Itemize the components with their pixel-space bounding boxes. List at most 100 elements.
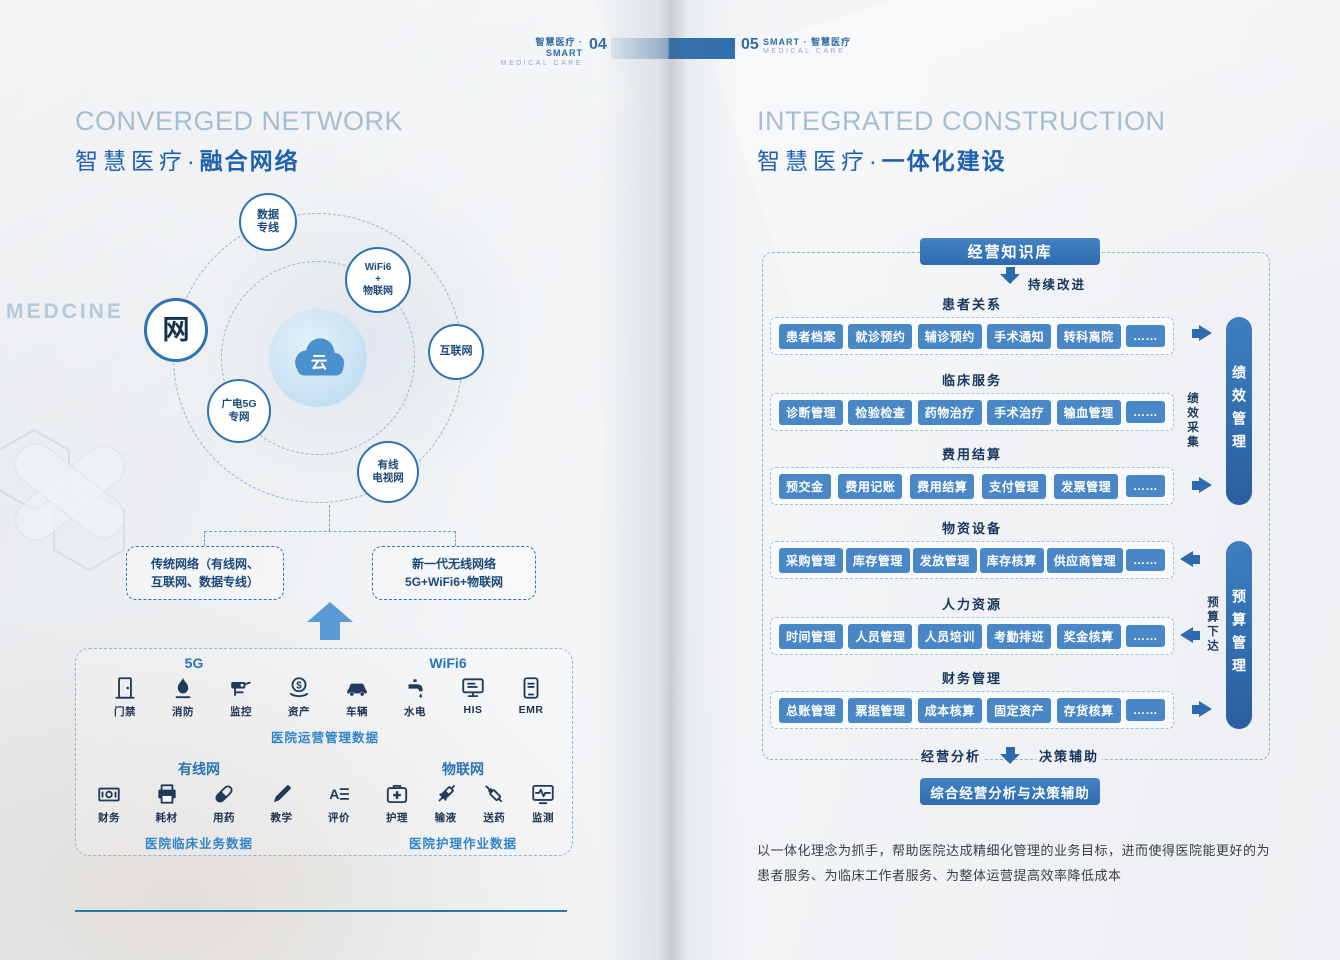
syringe-icon <box>438 785 455 802</box>
module-chip-more: …… <box>1125 401 1165 423</box>
traditional-network-box: 传统网络（有线网、 互联网、数据专线） <box>126 546 284 600</box>
module-chip: 药物治疗 <box>917 399 982 425</box>
arrow-left-icon <box>1180 627 1200 643</box>
module-chip: 库存核算 <box>979 547 1044 573</box>
device-item: 水电 <box>392 675 438 719</box>
device-label: HIS <box>463 704 483 716</box>
device-item: A 评价 <box>316 781 362 825</box>
device-item: $ 资产 <box>276 675 322 719</box>
module-chip-more: …… <box>1125 475 1165 497</box>
budget-dispatch-label: 预算下达 <box>1206 596 1218 654</box>
fire-icon <box>175 677 191 699</box>
group-billing: 费用结算 预交金 费用记账 费用结算 支付管理 发票管理 …… <box>770 447 1174 505</box>
device-item: HIS <box>450 675 496 719</box>
module-chip: 费用结算 <box>910 473 975 499</box>
node-data-line: 数据 专线 <box>239 193 297 251</box>
module-chip: 总账管理 <box>779 697 844 723</box>
group-human-resources: 人力资源 时间管理 人员管理 人员培训 考勤排班 奖金核算 …… <box>770 597 1174 655</box>
footer-paragraph: 以一体化理念为抓手，帮助医院达成精细化管理的业务目标，进而使得医院能更好的为患者… <box>757 843 1271 884</box>
orbit-inner <box>221 261 415 455</box>
continuous-improvement-label: 持续改进 <box>1028 278 1087 292</box>
cloud-icon: 云 <box>295 338 345 376</box>
cloud-hub: 云 <box>269 309 367 407</box>
header-accent-bar <box>611 38 735 59</box>
brand-line-en: MEDICAL CARE <box>500 59 583 67</box>
module-chip: 库存管理 <box>845 547 910 573</box>
module-chip: 手术治疗 <box>987 399 1052 425</box>
module-chip-more: …… <box>1125 699 1165 721</box>
coins-icon: $ <box>289 677 309 698</box>
module-chip: 支付管理 <box>982 473 1047 499</box>
operation-data-caption: 医院运营管理数据 <box>270 731 380 745</box>
group-title: 费用结算 <box>941 447 1002 462</box>
module-chip-more: …… <box>1125 325 1165 347</box>
module-chip: 考勤排班 <box>987 623 1052 649</box>
module-chip: 诊断管理 <box>779 399 844 425</box>
device-item: 耗材 <box>144 781 190 825</box>
device-item: 消防 <box>160 675 206 719</box>
device-label: 用药 <box>213 812 235 824</box>
device-item: 车辆 <box>334 675 380 719</box>
module-chip: 费用记账 <box>838 473 903 499</box>
group-patient-relations: 患者关系 患者档案 就诊预约 辅诊预约 手术通知 转科离院 …… <box>770 297 1174 355</box>
device-label: EMR <box>518 704 544 716</box>
device-item: 门禁 <box>102 675 148 719</box>
module-chip: 奖金核算 <box>1056 623 1121 649</box>
cloud-hub-label: 云 <box>311 354 327 372</box>
device-label: 车辆 <box>346 706 368 718</box>
module-chip: 供应商管理 <box>1046 547 1124 573</box>
down-arrow-icon <box>1000 747 1020 764</box>
module-chip: 手术通知 <box>987 323 1052 349</box>
network-gateway-node: 网 <box>144 298 208 362</box>
down-arrow-icon <box>1000 267 1020 284</box>
group-box: 时间管理 人员管理 人员培训 考勤排班 奖金核算 …… <box>770 617 1174 655</box>
device-label: 教学 <box>270 812 293 824</box>
connector-line <box>455 531 456 546</box>
device-label: 水电 <box>404 706 426 718</box>
device-row-1: 门禁 消防 监控 $ 资产 车辆 水电 <box>102 675 554 719</box>
module-chip: 固定资产 <box>987 697 1052 723</box>
group-box: 总账管理 票据管理 成本核算 固定资产 存货核算 …… <box>770 691 1174 729</box>
tablet-icon <box>523 677 539 699</box>
brand-line-en: MEDICAL CARE <box>763 48 846 56</box>
page-number-right: 05 <box>741 36 759 53</box>
module-chip: 人员培训 <box>917 623 982 649</box>
group-title: 患者关系 <box>941 297 1002 312</box>
nextgen-network-box: 新一代无线网络 5G+WiFi6+物联网 <box>372 546 536 600</box>
device-row-2-left: 财务 耗材 用药 教学 A 评价 <box>86 781 362 825</box>
device-label: 监控 <box>230 706 252 718</box>
device-label: 门禁 <box>114 706 136 718</box>
first-aid-icon <box>386 784 408 804</box>
brand-line-zh: 智慧医疗 · SMART <box>535 37 583 59</box>
monitor-icon <box>462 678 484 698</box>
device-label: 护理 <box>386 812 408 824</box>
data-sources-panel: 5G WiFi6 门禁 消防 监控 $ 资产 车辆 <box>75 648 573 856</box>
up-arrow-icon <box>307 602 353 640</box>
node-internet: 互联网 <box>428 324 484 380</box>
group-box: 诊断管理 检验检查 药物治疗 手术治疗 输血管理 …… <box>770 393 1174 431</box>
right-title-zh-emphasis: 一体化建设 <box>881 148 1007 174</box>
device-item: 输液 <box>423 781 469 825</box>
device-label: 评价 <box>328 812 350 824</box>
door-access-icon <box>115 677 135 699</box>
module-chip: 发票管理 <box>1054 473 1119 499</box>
device-item: 监测 <box>520 781 566 825</box>
node-wifi6-iot: WiFi6 + 物联网 <box>345 247 411 313</box>
page-number-left: 04 <box>589 36 607 53</box>
node-broadcast-5g: 广电5G 专网 <box>207 379 271 443</box>
knowledge-base-box: 经营知识库 <box>920 238 1100 265</box>
module-chip-more: …… <box>1125 549 1165 571</box>
device-row-2-right: 护理 输液 送药 监测 <box>374 781 566 825</box>
cash-icon <box>98 787 120 802</box>
faucet-icon <box>408 679 423 698</box>
module-chip: 辅诊预约 <box>917 323 982 349</box>
brand-line-zh: SMART · 智慧医疗 <box>763 37 851 47</box>
background-word: MEDCINE <box>6 300 124 323</box>
analysis-decision-row: 经营分析 决策辅助 <box>918 746 1102 765</box>
module-chip: 存货核算 <box>1056 697 1121 723</box>
group-box: 预交金 费用记账 费用结算 支付管理 发票管理 …… <box>770 467 1174 505</box>
module-chip: 患者档案 <box>779 323 844 349</box>
header-brand-right: SMART · 智慧医疗 MEDICAL CARE <box>763 37 873 57</box>
device-label: 监测 <box>531 812 554 824</box>
